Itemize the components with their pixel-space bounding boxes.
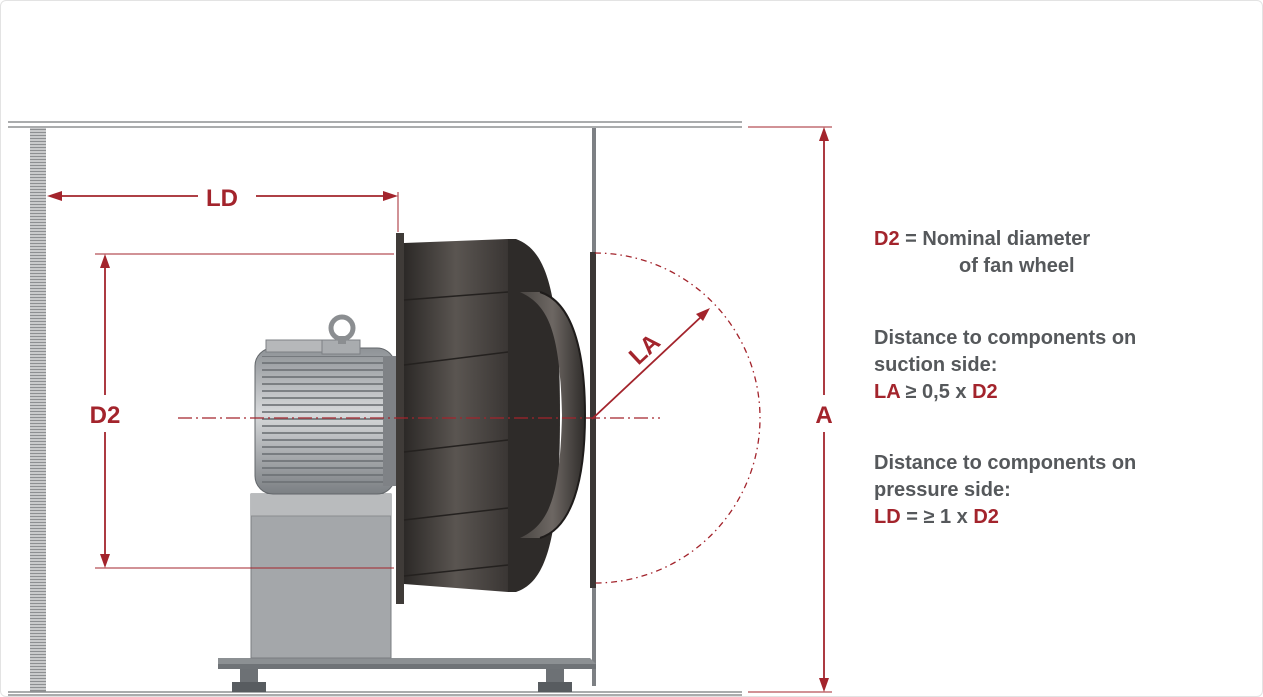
legend-d2-line2: of fan wheel bbox=[959, 255, 1075, 277]
legend: D2 = Nominal diameter of fan wheel Dista… bbox=[874, 226, 1259, 531]
a-dimension: A bbox=[748, 126, 833, 693]
motor-pedestal bbox=[250, 493, 392, 659]
legend-suction-d2: D2 bbox=[972, 381, 998, 403]
ld-label: LD bbox=[206, 185, 238, 212]
a-label: A bbox=[815, 402, 832, 429]
suction-wall bbox=[30, 128, 46, 692]
fan-wheel bbox=[396, 233, 596, 604]
legend-pressure-d2: D2 bbox=[973, 506, 999, 528]
legend-suction-line1: Distance to components on bbox=[874, 327, 1137, 349]
legend-suction-formula: LA ≥ 0,5 x D2 bbox=[874, 379, 1259, 406]
la-radius-arc bbox=[594, 252, 761, 584]
housing bbox=[8, 121, 742, 696]
legend-suction-line2: suction side: bbox=[874, 354, 998, 376]
base-feet bbox=[232, 669, 572, 692]
legend-d2-line: D2 = Nominal diameter bbox=[874, 226, 1259, 253]
legend-suction-mid: ≥ 0,5 x bbox=[899, 381, 973, 403]
la-label: LA bbox=[624, 329, 666, 371]
d2-label: D2 bbox=[90, 402, 121, 429]
legend-suction-la: LA bbox=[874, 381, 900, 403]
legend-pressure-mid: = ≥ 1 x bbox=[900, 506, 974, 528]
legend-d2-term: D2 bbox=[874, 228, 900, 250]
motor bbox=[254, 314, 397, 495]
legend-pressure-ld: LD bbox=[874, 506, 901, 528]
legend-d2-definition: = Nominal diameter bbox=[899, 228, 1091, 250]
legend-pressure-line2: pressure side: bbox=[874, 479, 1011, 501]
ld-dimension: LD bbox=[47, 185, 399, 232]
legend-pressure-formula: LD = ≥ 1 x D2 bbox=[874, 504, 1259, 531]
d2-dimension: D2 bbox=[90, 253, 394, 569]
legend-pressure-line1: Distance to components on bbox=[874, 452, 1137, 474]
